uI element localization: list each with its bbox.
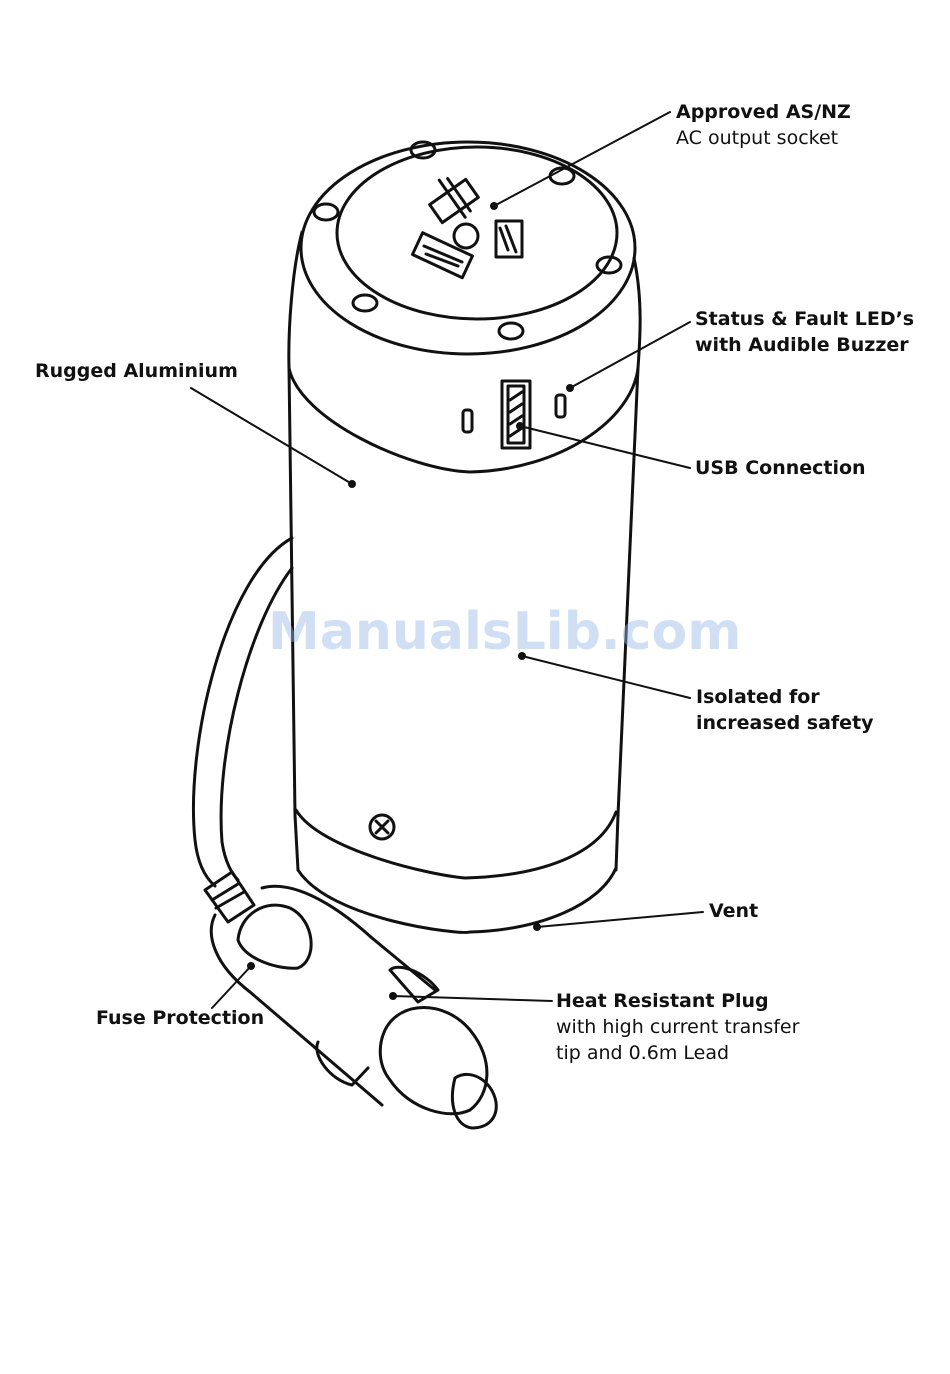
label-heat-line2: with high current transfer xyxy=(556,1014,799,1040)
label-status-line2: with Audible Buzzer xyxy=(695,332,914,358)
label-fuse-protection: Fuse Protection xyxy=(96,1005,264,1031)
label-approved-line1: Approved AS/NZ xyxy=(676,99,851,125)
marker-dot xyxy=(516,422,524,430)
marker-dot xyxy=(389,992,397,1000)
power-cable xyxy=(193,538,292,886)
label-status-leds: Status & Fault LED’s with Audible Buzzer xyxy=(695,306,914,358)
usb-port xyxy=(502,381,530,448)
label-vent: Vent xyxy=(709,898,758,924)
marker-dot xyxy=(490,202,498,210)
label-isolated-line1: Isolated for xyxy=(696,684,874,710)
led-left xyxy=(463,410,472,432)
marker-dot xyxy=(566,384,574,392)
marker-dot xyxy=(533,923,541,931)
label-fuse-line1: Fuse Protection xyxy=(96,1005,264,1031)
label-vent-line1: Vent xyxy=(709,898,758,924)
label-isolated-line2: increased safety xyxy=(696,710,874,736)
label-usb-line1: USB Connection xyxy=(695,455,866,481)
label-heat-resistant-plug: Heat Resistant Plug with high current tr… xyxy=(556,988,799,1066)
label-isolated: Isolated for increased safety xyxy=(696,684,874,736)
label-rugged-line1: Rugged Aluminium xyxy=(35,358,238,384)
label-usb-connection: USB Connection xyxy=(695,455,866,481)
ac-output-socket xyxy=(412,177,522,278)
label-approved-socket: Approved AS/NZ AC output socket xyxy=(676,99,851,151)
label-approved-line2: AC output socket xyxy=(676,125,851,151)
screw-icon xyxy=(370,815,394,839)
label-status-line1: Status & Fault LED’s xyxy=(695,306,914,332)
watermark: ManualsLib.com xyxy=(268,602,741,662)
label-rugged-aluminium: Rugged Aluminium xyxy=(35,358,238,384)
inverter-body xyxy=(289,232,640,932)
label-heat-line3: tip and 0.6m Lead xyxy=(556,1040,799,1066)
label-heat-line1: Heat Resistant Plug xyxy=(556,988,799,1014)
marker-dot xyxy=(348,480,356,488)
led-right xyxy=(556,395,565,417)
marker-dot xyxy=(247,962,255,970)
cigarette-plug xyxy=(205,872,496,1128)
